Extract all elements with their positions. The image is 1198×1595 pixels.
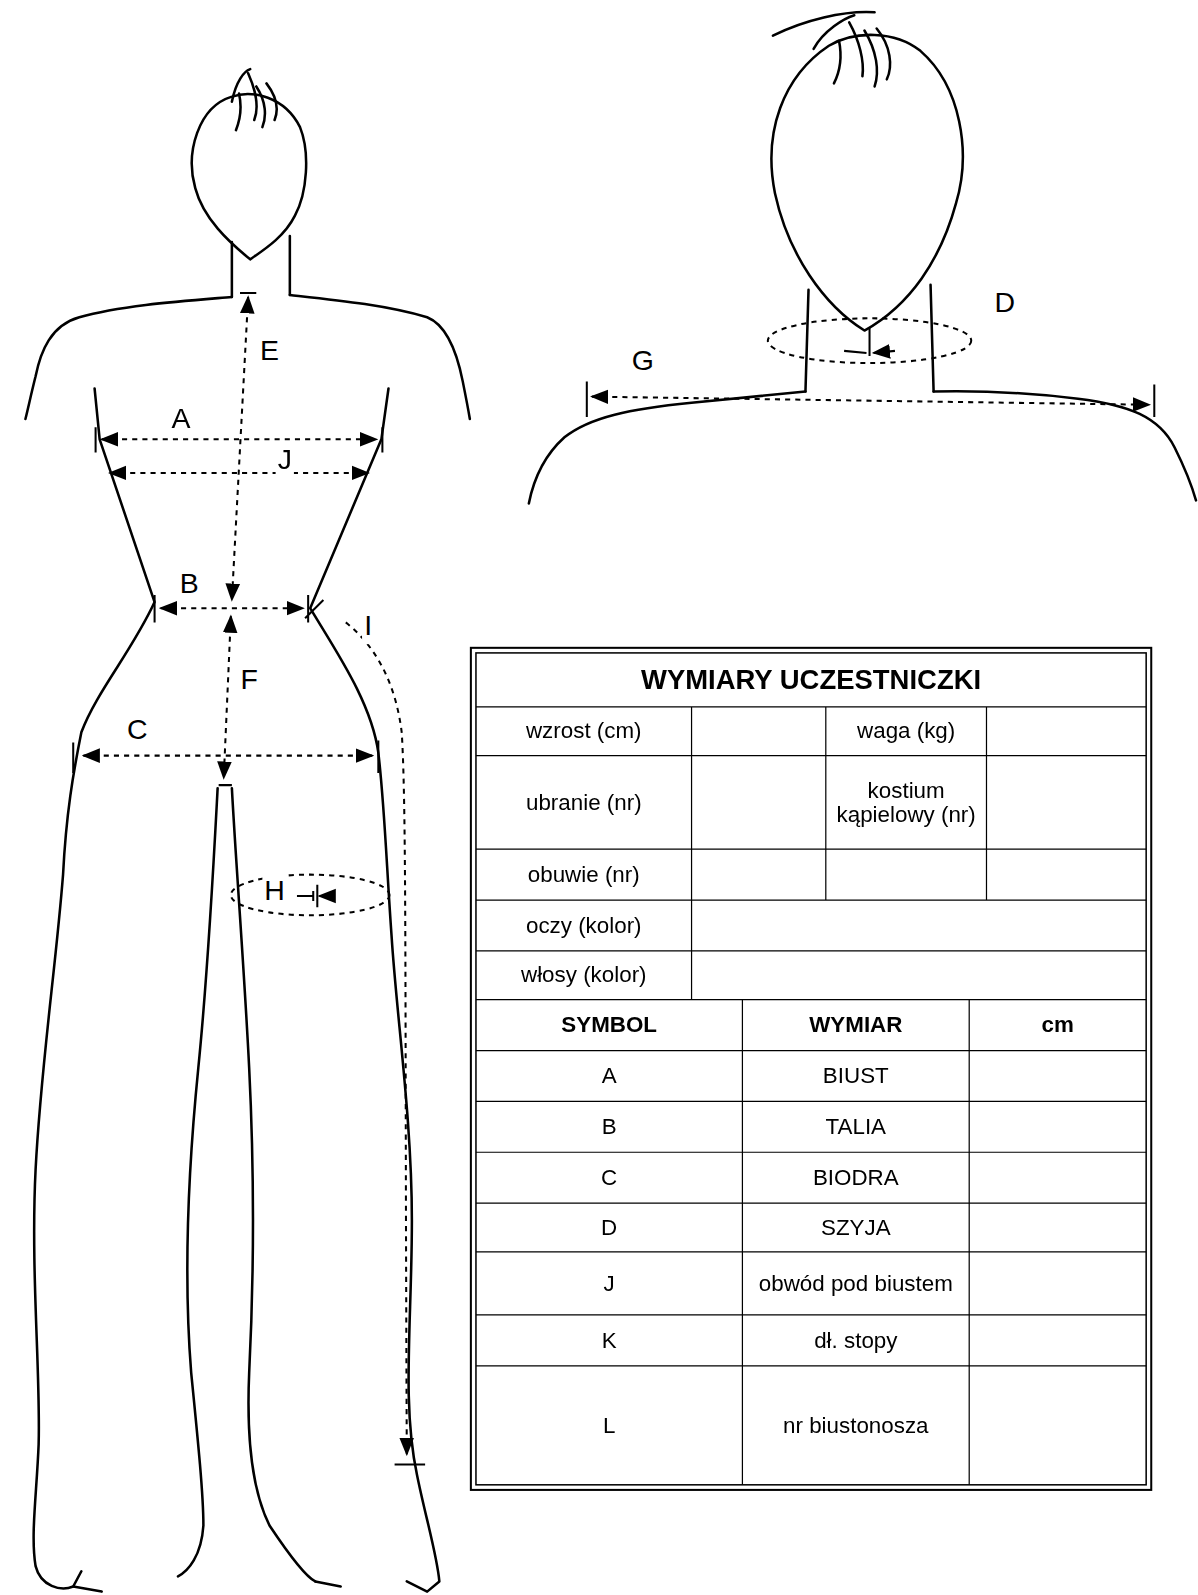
measure-letter: C	[125, 712, 150, 749]
table-cell: obuwie (nr)	[476, 849, 692, 900]
measure-letter: A	[169, 401, 192, 438]
measure-letter: B	[178, 565, 201, 602]
right-leg-inner	[232, 788, 315, 1581]
detail-hair	[773, 12, 890, 86]
table-title: WYMIARY UCZESTNICZKI	[476, 653, 1146, 707]
right-shoulder-arm	[290, 295, 470, 419]
neck	[232, 236, 290, 297]
measure-letter: J	[276, 441, 294, 478]
dim-hip-depth	[224, 616, 231, 778]
table-cell: waga (kg)	[826, 707, 987, 756]
foot	[73, 1581, 340, 1591]
left-shoulder-arm	[25, 297, 231, 419]
table-cell: BIODRA	[742, 1152, 969, 1203]
dim-ticks	[73, 293, 1154, 1465]
table-cell: A	[476, 1051, 742, 1102]
table-cell: ubranie (nr)	[476, 756, 692, 850]
dim-waist	[161, 607, 303, 609]
dim-thigh	[231, 875, 390, 916]
table-cell: oczy (kolor)	[476, 900, 692, 951]
dim-back-length	[232, 297, 248, 600]
measure-letter: G	[630, 343, 656, 380]
right-body-outline	[310, 388, 439, 1591]
table-cell: cm	[969, 1000, 1146, 1051]
table-cell: włosy (kolor)	[476, 951, 692, 1000]
measure-letter: I	[362, 607, 374, 644]
dim-neck-arrows	[844, 351, 895, 353]
table-cell: dł. stopy	[742, 1315, 969, 1366]
table-cell: TALIA	[742, 1101, 969, 1152]
table-cell: nr biustonosza	[742, 1366, 969, 1485]
table-border-outer	[471, 648, 1151, 1490]
hair	[232, 69, 277, 130]
left-leg-inner	[178, 788, 218, 1576]
measure-letter: H	[262, 873, 287, 910]
head-outline	[192, 94, 306, 259]
table-cell: wzrost (cm)	[476, 707, 692, 756]
dim-shoulder	[592, 397, 1149, 405]
table-cell: J	[476, 1252, 742, 1315]
measure-letter: E	[258, 333, 281, 370]
table-cell: SYMBOL	[476, 1000, 742, 1051]
table-border-inner	[476, 653, 1146, 1485]
dim-bust	[102, 438, 377, 440]
measure-letter: F	[238, 661, 259, 698]
dim-thigh-arrows	[297, 891, 331, 901]
table-cell: WYMIAR	[742, 1000, 969, 1051]
dim-leg-length	[346, 622, 407, 1454]
table-cell: L	[476, 1366, 742, 1485]
table-cell: B	[476, 1101, 742, 1152]
table-cell: obwód pod biustem	[742, 1252, 969, 1315]
left-body-outline	[34, 388, 155, 1588]
table-cell: D	[476, 1203, 742, 1252]
table-cell: K	[476, 1315, 742, 1366]
detail-head	[771, 35, 962, 331]
table-cell: BIUST	[742, 1051, 969, 1102]
measure-letter: D	[992, 285, 1017, 322]
table-cell: kostium kąpielowy (nr)	[826, 756, 987, 850]
table-cell: C	[476, 1152, 742, 1203]
table-cell: SZYJA	[742, 1203, 969, 1252]
dim-hips	[83, 755, 372, 757]
table-grid	[476, 707, 1146, 1485]
detail-shoulders	[529, 391, 1196, 503]
